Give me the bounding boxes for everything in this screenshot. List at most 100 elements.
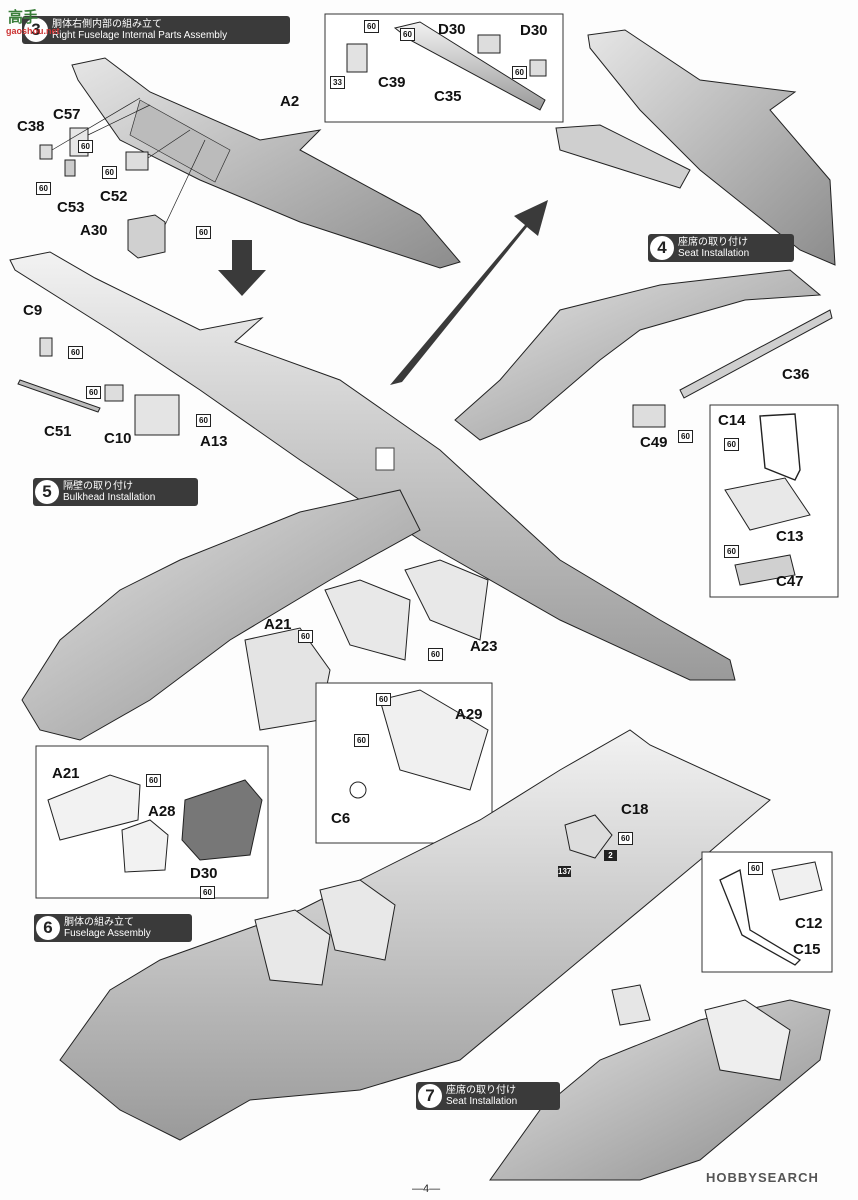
step-number: 3 [24, 18, 48, 42]
part-label-c10: C10 [104, 430, 132, 447]
part-c38-shape [39, 144, 53, 160]
part-label-c38: C38 [17, 118, 45, 135]
paint-code-marker: 60 [102, 166, 117, 179]
step-number: 5 [35, 480, 59, 504]
part-label-c9: C9 [23, 302, 43, 319]
part-label-a30: A30 [80, 222, 108, 239]
page-number: —4— [412, 1183, 441, 1195]
part-c6-shape [349, 781, 367, 799]
part-label-c6: C6 [331, 810, 351, 827]
part-label-c18: C18 [621, 801, 649, 818]
paint-code-marker: 60 [146, 774, 161, 787]
paint-code-marker: 60 [724, 438, 739, 451]
part-label-c39: C39 [378, 74, 406, 91]
part-label-c49: C49 [640, 434, 668, 451]
part-c53-shape [64, 159, 76, 177]
step3-result-floor [555, 124, 691, 189]
decal-marker: 2 [604, 850, 617, 861]
part-d30-shape-b [529, 59, 547, 77]
part-a28-shape [121, 819, 169, 873]
paint-code-marker: 60 [724, 545, 739, 558]
fuselage-half-step5 [21, 489, 421, 741]
part-label-c12: C12 [795, 915, 823, 932]
step3-cockpit-area [129, 99, 231, 183]
step7-seat [611, 984, 651, 1026]
step-title-en: Fuselage Assembly [64, 928, 151, 939]
part-label-c13: C13 [776, 528, 804, 545]
part-label-a21-b: A21 [52, 765, 80, 782]
paint-code-marker: 60 [200, 886, 215, 899]
step-number: 7 [418, 1084, 442, 1108]
part-c47-shape [734, 554, 796, 586]
part-a13-shape [134, 394, 180, 436]
paint-code-marker: 60 [36, 182, 51, 195]
step-title-en: Seat Installation [446, 1096, 518, 1107]
part-label-a2: A2 [280, 93, 300, 110]
step-title-jp: 胴体右側内部の組み立て [52, 19, 162, 30]
step-tag-6: 6 胴体の組み立て Fuselage Assembly [34, 914, 192, 942]
step3-leader-lines [51, 97, 206, 226]
paint-code-marker: 60 [400, 28, 415, 41]
part-label-c15: C15 [793, 941, 821, 958]
part-label-c47: C47 [776, 573, 804, 590]
paint-code-marker: 60 [298, 630, 313, 643]
watermark-top-left-sub: gaoshou.net [6, 26, 60, 36]
part-label-c52: C52 [100, 188, 128, 205]
part-label-c57: C57 [53, 106, 81, 123]
part-c36-shape [679, 309, 833, 399]
step-title-jp: 座席の取り付け [446, 1085, 516, 1096]
part-label-a13: A13 [200, 433, 228, 450]
step6-bulkhead-a [319, 879, 396, 961]
part-label-a28: A28 [148, 803, 176, 820]
part-label-a23: A23 [470, 638, 498, 655]
part-c18-shape [564, 814, 613, 859]
part-c49-shape [632, 404, 666, 428]
part-c15-shape [719, 869, 802, 966]
step-tag-5: 5 隔壁の取り付け Bulkhead Installation [33, 478, 198, 506]
bulkhead-preview-shape [181, 779, 263, 861]
step7-bulkhead [704, 999, 791, 1081]
part-c12-shape [771, 861, 823, 901]
part-c51-shape [17, 379, 101, 413]
fuselage-half-step4 [454, 269, 822, 441]
fuselage-half-step3b [9, 251, 736, 681]
step-title-jp: 座席の取り付け [678, 237, 748, 248]
part-label-c51: C51 [44, 423, 72, 440]
part-label-c36: C36 [782, 366, 810, 383]
part-label-d30-c: D30 [190, 865, 218, 882]
paint-code-marker: 60 [78, 140, 93, 153]
part-a29-shape [379, 689, 489, 791]
part-c13-shape [724, 477, 811, 531]
decal-marker: 137 [558, 866, 572, 877]
part-c39-shape [346, 43, 368, 73]
part-d30-shape-a [477, 34, 501, 54]
arrow-up-right-icon [390, 200, 548, 385]
step-number: 6 [36, 916, 60, 940]
paint-code-marker: 60 [354, 734, 369, 747]
fuselage-window-cutout [375, 447, 395, 471]
paint-code-marker: 60 [428, 648, 443, 661]
paint-code-marker: 60 [86, 386, 101, 399]
paint-code-marker: 33 [330, 76, 345, 89]
part-a21-shape-b [47, 774, 141, 841]
step-tag-3: 3 胴体右側内部の組み立て Right Fuselage Internal Pa… [22, 16, 290, 44]
part-label-d30-a: D30 [438, 21, 466, 38]
paint-code-marker: 60 [364, 20, 379, 33]
bulkhead-shape [324, 579, 411, 661]
step-title-en: Right Fuselage Internal Parts Assembly [52, 30, 228, 41]
part-c9-shape [39, 337, 53, 357]
step-tag-4: 4 座席の取り付け Seat Installation [648, 234, 794, 262]
step-title-jp: 胴体の組み立て [64, 917, 134, 928]
part-label-a21: A21 [264, 616, 292, 633]
fuselage-half-step3-result [587, 29, 836, 266]
step-number: 4 [650, 236, 674, 260]
paint-code-marker: 60 [618, 832, 633, 845]
part-label-c14: C14 [718, 412, 746, 429]
arrow-down-icon [218, 240, 266, 296]
watermark-hobbysearch: HOBBYSEARCH [706, 1170, 819, 1185]
paint-code-marker: 60 [196, 414, 211, 427]
step-title-jp: 隔壁の取り付け [63, 481, 133, 492]
part-c14-shape [759, 413, 801, 481]
